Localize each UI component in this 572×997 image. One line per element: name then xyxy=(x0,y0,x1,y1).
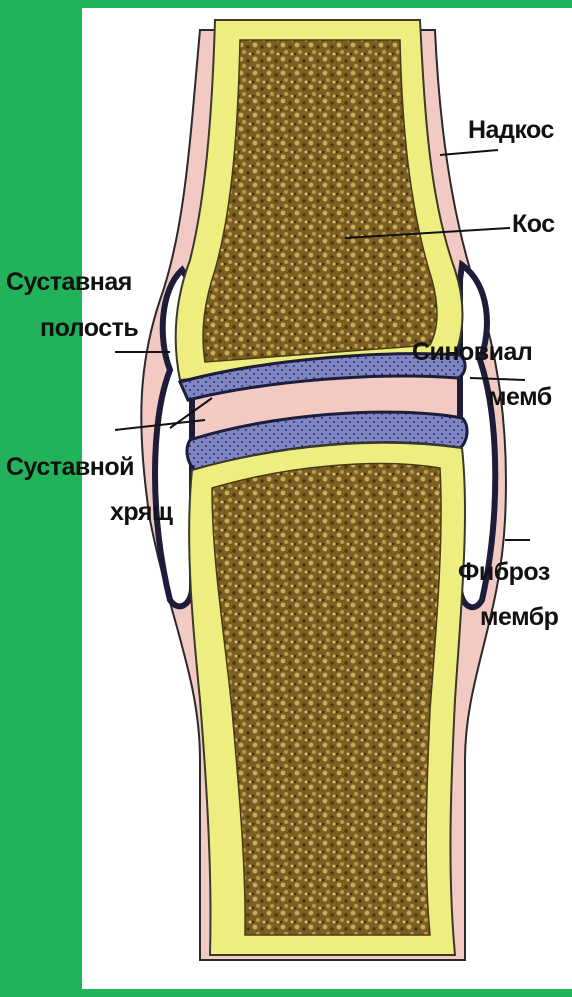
label-bone: Кос xyxy=(512,212,555,237)
lower-bone-spongy xyxy=(212,464,441,935)
label-periosteum: Надкос xyxy=(468,118,554,143)
label-cavity-line2: полость xyxy=(40,316,138,341)
label-cartilage-line2: хрящ xyxy=(110,500,173,525)
label-synovial-line2: мемб xyxy=(488,385,552,410)
upper-bone-spongy xyxy=(203,40,437,362)
label-cavity-line1: Суставная xyxy=(6,270,132,295)
label-fibrous-line1: Фиброз xyxy=(458,560,550,585)
label-fibrous-line2: мембр xyxy=(480,605,558,630)
label-cartilage-line1: Суставной xyxy=(6,455,134,480)
label-synovial-line1: Синовиал xyxy=(412,340,532,365)
